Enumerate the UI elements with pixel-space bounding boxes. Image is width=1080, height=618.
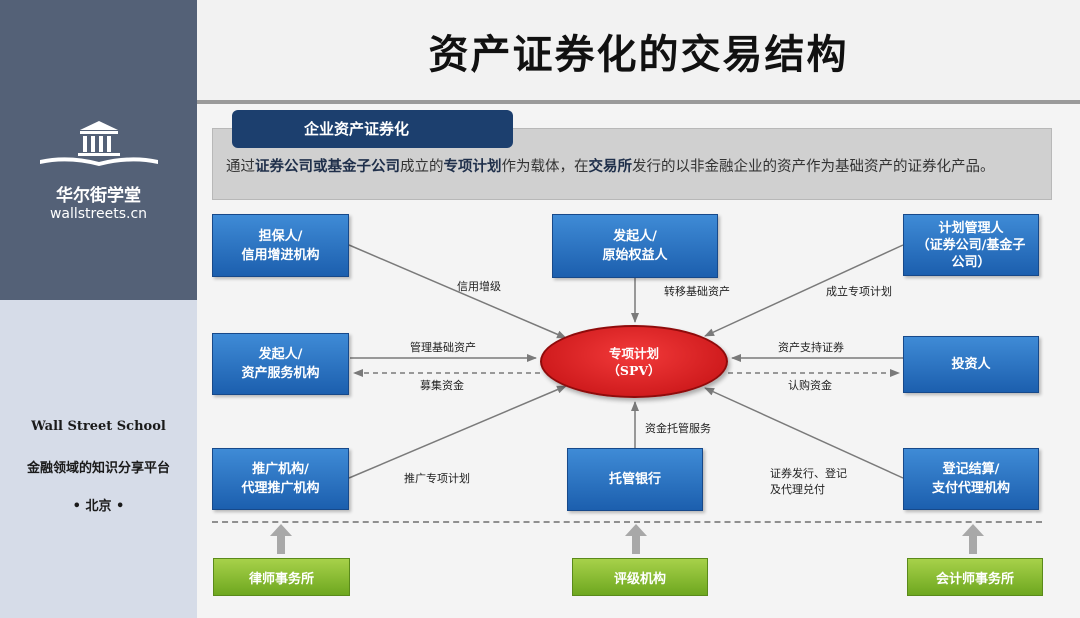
label-establish-plan: 成立专项计划: [826, 285, 892, 298]
node-originator-top: 发起人/原始权益人: [552, 214, 718, 278]
school-city: • 北京 •: [72, 499, 125, 514]
label-manage-assets: 管理基础资产: [410, 341, 476, 354]
node-rating-agency: 评级机构: [572, 558, 708, 596]
node-guarantor: 担保人/信用增进机构: [212, 214, 349, 277]
building-logo-icon: [40, 121, 158, 166]
description-text: 通过证券公司或基金子公司成立的专项计划作为载体，在交易所发行的以非金融企业的资产…: [226, 158, 995, 175]
node-promoter: 推广机构/代理推广机构: [212, 448, 349, 510]
label-raise-funds: 募集资金: [420, 379, 464, 392]
node-plan-manager: 计划管理人（证券公司/基金子公司）: [903, 214, 1039, 276]
category-tag: 企业资产证券化: [232, 110, 513, 148]
label-issue-register-line1: 证券发行、登记: [770, 467, 847, 480]
label-abs-securities: 资产支持证券: [778, 341, 844, 354]
slide-title: 资产证券化的交易结构: [428, 32, 849, 78]
dashed-separator: [212, 521, 1042, 523]
up-arrow-icon: [962, 524, 984, 554]
edge-guarantor-spv: [348, 244, 567, 339]
label-transfer-assets: 转移基础资产: [664, 285, 730, 298]
sidebar-top-panel: [0, 0, 197, 300]
edge-manager-spv: [704, 244, 904, 337]
title-divider: [197, 100, 1080, 104]
edge-promoter-spv: [348, 385, 567, 479]
label-promote-plan: 推广专项计划: [404, 472, 470, 485]
label-issue-register-line2: 及代理兑付: [770, 483, 825, 496]
up-arrow-icon: [270, 524, 292, 554]
school-slogan: 金融领域的知识分享平台: [26, 461, 170, 476]
label-fund-custody: 资金托管服务: [645, 422, 711, 435]
title-background: [197, 0, 1080, 101]
sidebar-bottom-panel: [0, 300, 197, 618]
node-investor: 投资人: [903, 336, 1039, 393]
node-custodian-bank: 托管银行: [567, 448, 703, 511]
school-name-en: Wall Street School: [31, 419, 166, 434]
node-originator-left: 发起人/资产服务机构: [212, 333, 349, 395]
node-accounting-firm: 会计师事务所: [907, 558, 1043, 596]
label-credit-enhancement: 信用增级: [457, 280, 501, 293]
spv-node: 专项计划 （SPV）: [540, 325, 728, 398]
label-subscribe-funds: 认购资金: [788, 379, 832, 392]
up-arrow-icon: [625, 524, 647, 554]
brand-url: wallstreets.cn: [49, 206, 148, 222]
node-registrar: 登记结算/支付代理机构: [903, 448, 1039, 510]
node-law-firm: 律师事务所: [213, 558, 350, 596]
brand-name-cn: 华尔街学堂: [56, 186, 141, 206]
edge-registrar-spv: [704, 387, 904, 479]
